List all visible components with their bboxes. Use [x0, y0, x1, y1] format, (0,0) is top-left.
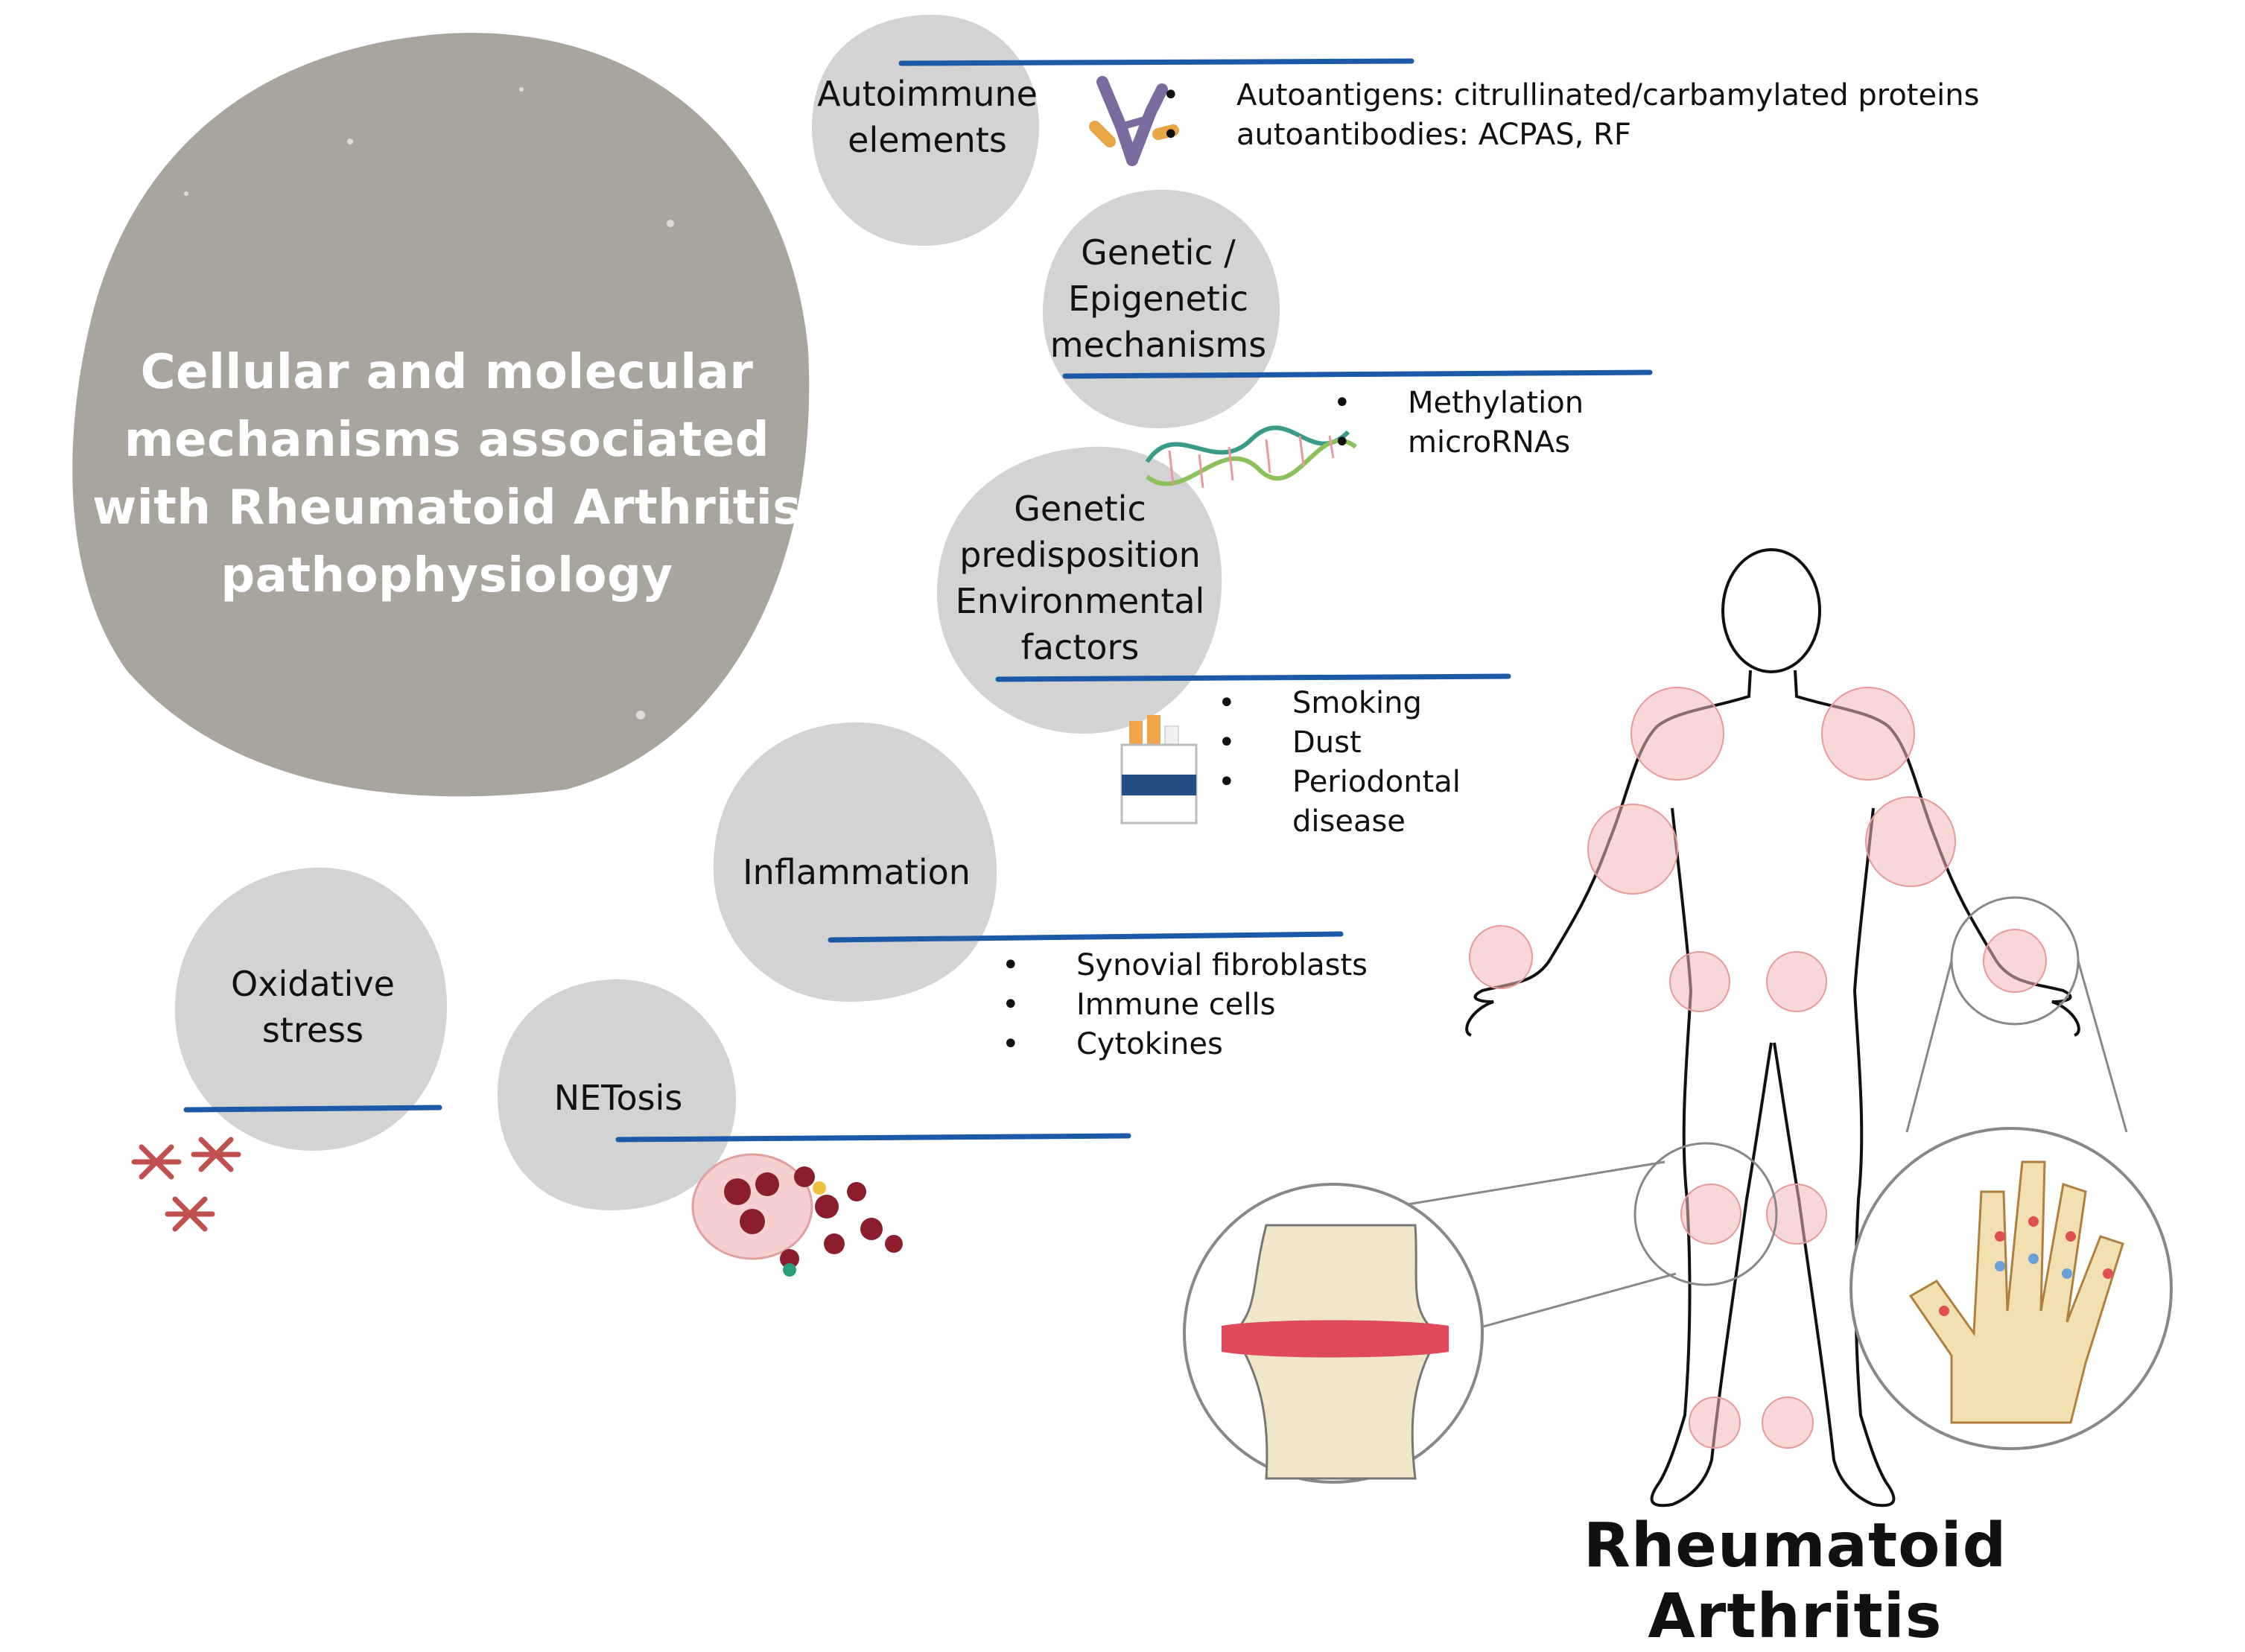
- diagram-title: Cellular and molecular mechanisms associ…: [92, 345, 801, 603]
- bullet-item: Periodontal disease: [1218, 763, 1464, 842]
- bullet-item: Smoking: [1218, 684, 1560, 723]
- bullet-item: Autoantigens: citrullinated/carbamylated…: [1162, 76, 2056, 115]
- bullet-item: Dust: [1218, 723, 1560, 763]
- title-blob: [72, 33, 810, 797]
- genetic-environment-bullets: Smoking Dust Periodontal disease: [1218, 684, 1560, 842]
- inflammation-blob: [713, 722, 997, 1002]
- inflammation-underline: [828, 931, 1344, 943]
- bullet-item: Methylation: [1333, 384, 1706, 423]
- bullet-item: autoantibodies: ACPAS, RF: [1162, 115, 2056, 155]
- ros-star-icon: [131, 1137, 241, 1232]
- oxidative-underline: [183, 1105, 442, 1113]
- autoimmune-bullets: Autoantigens: citrullinated/carbamylated…: [1162, 76, 2056, 155]
- inflammation-label: Inflammation: [743, 852, 971, 892]
- figure-title: Rheumatoid Arthritis: [1583, 1510, 2007, 1652]
- genetic-epigenetic-bullets: Methylation microRNAs: [1333, 384, 1706, 463]
- epigenetic-underline: [1062, 369, 1653, 379]
- knee-joint-icon: [1183, 1183, 1484, 1484]
- oxidative-label: Oxidative stress: [231, 964, 395, 1050]
- genetic-epigenetic-label: Genetic / Epigenetic mechanisms: [1050, 232, 1267, 365]
- netosis-label: NETosis: [553, 1078, 683, 1118]
- autoimmune-label: Autoimmune elements: [817, 74, 1038, 160]
- joint-highlights: [1469, 687, 2047, 1449]
- bullet-item: Cytokines: [1002, 1025, 1449, 1064]
- diagram-canvas: [72, 14, 2173, 1508]
- hand-joints-icon: [1849, 1127, 2173, 1450]
- autoimmune-underline: [898, 58, 1414, 66]
- bullet-item: Synovial fibroblasts: [1002, 946, 1449, 985]
- netosis-underline: [615, 1133, 1131, 1143]
- environment-underline: [995, 673, 1511, 682]
- genetic-environment-label: Genetic predisposition Environmental fac…: [955, 489, 1205, 667]
- autoimmune-blob: [812, 14, 1039, 247]
- cigarette-pack-icon: [1120, 715, 1198, 825]
- oxidative-blob: [174, 867, 448, 1151]
- dna-icon: [1145, 425, 1357, 489]
- neutrophil-net-icon: [691, 1153, 903, 1277]
- netosis-blob: [498, 979, 737, 1210]
- genetic-epigenetic-blob: [1043, 189, 1280, 429]
- genetic-environment-blob: [936, 446, 1222, 734]
- inflammation-bullets: Synovial fibroblasts Immune cells Cytoki…: [1002, 946, 1449, 1064]
- bullet-item: Immune cells: [1002, 985, 1449, 1025]
- bullet-item: microRNAs: [1333, 423, 1706, 463]
